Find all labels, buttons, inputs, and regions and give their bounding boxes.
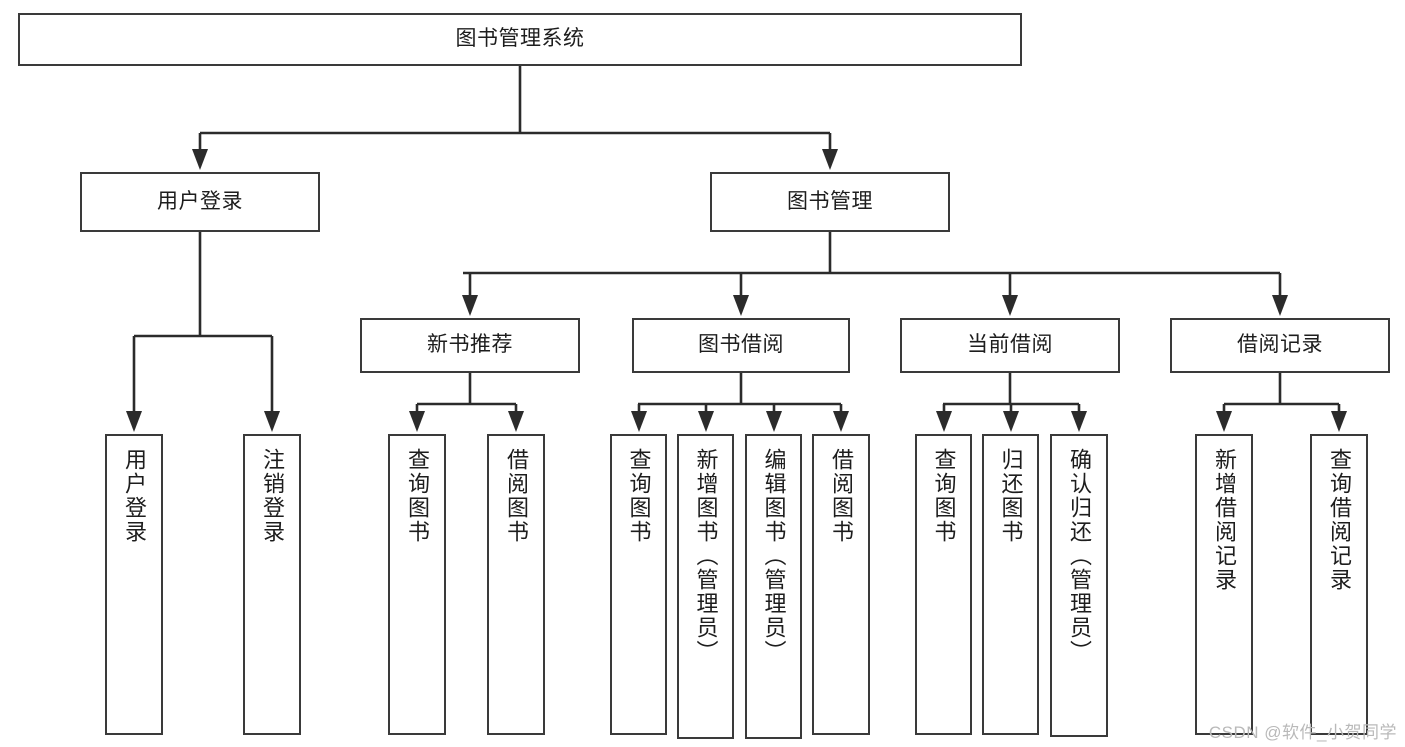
arrowhead (822, 149, 838, 170)
node-records[interactable]: 借阅记录 (1170, 318, 1390, 373)
node-label: 用户登录 (157, 189, 243, 213)
node-newbook[interactable]: 新书推荐 (360, 318, 580, 373)
arrowhead (409, 411, 425, 432)
arrowhead (1216, 411, 1232, 432)
node-l-logout[interactable]: 注销登录 (243, 434, 301, 735)
arrowhead (1003, 411, 1019, 432)
node-borrow[interactable]: 图书借阅 (632, 318, 850, 373)
node-label: 借阅图书 (829, 448, 854, 544)
arrowhead (833, 411, 849, 432)
arrowhead (698, 411, 714, 432)
node-label: 当前借阅 (967, 333, 1053, 357)
node-l-query3[interactable]: 查询图书 (915, 434, 972, 735)
node-label: 新增图书（管理员） (693, 448, 719, 664)
arrowhead (936, 411, 952, 432)
node-l-addrec[interactable]: 新增借阅记录 (1195, 434, 1253, 735)
node-label: 归还图书 (998, 448, 1024, 544)
node-current[interactable]: 当前借阅 (900, 318, 1120, 373)
node-l-editbook[interactable]: 编辑图书（管理员） (745, 434, 802, 739)
node-l-queryrec[interactable]: 查询借阅记录 (1310, 434, 1368, 735)
arrowhead (1331, 411, 1347, 432)
arrowhead (1272, 295, 1288, 316)
arrowhead (631, 411, 647, 432)
node-label: 查询图书 (626, 448, 652, 544)
arrowhead (508, 411, 524, 432)
node-l-query2[interactable]: 查询图书 (610, 434, 667, 735)
node-l-return[interactable]: 归还图书 (982, 434, 1039, 735)
arrowhead (1071, 411, 1087, 432)
watermark-text: CSDN @软件_小贺同学 (1208, 723, 1397, 742)
node-label: 新增借阅记录 (1212, 448, 1237, 592)
arrowhead (192, 149, 208, 170)
arrowhead (1002, 295, 1018, 316)
node-root[interactable]: 图书管理系统 (18, 13, 1022, 66)
arrowhead (264, 411, 280, 432)
node-login[interactable]: 用户登录 (80, 172, 320, 232)
node-l-addbook[interactable]: 新增图书（管理员） (677, 434, 734, 739)
node-bookmgmt[interactable]: 图书管理 (710, 172, 950, 232)
node-label: 编辑图书（管理员） (761, 448, 787, 664)
node-l-borrow2[interactable]: 借阅图书 (812, 434, 870, 735)
node-label: 借阅图书 (504, 448, 529, 544)
node-label: 用户登录 (122, 448, 147, 544)
node-label: 注销登录 (260, 448, 285, 544)
node-label: 借阅记录 (1237, 333, 1323, 357)
node-l-confirm[interactable]: 确认归还（管理员） (1050, 434, 1108, 737)
node-label: 查询图书 (405, 448, 430, 544)
arrowhead (462, 295, 478, 316)
node-label: 确认归还（管理员） (1067, 448, 1092, 664)
node-l-borrownew[interactable]: 借阅图书 (487, 434, 545, 735)
node-label: 图书借阅 (698, 333, 784, 357)
node-label: 查询借阅记录 (1327, 448, 1352, 592)
arrowhead (126, 411, 142, 432)
node-l-querynew[interactable]: 查询图书 (388, 434, 446, 735)
arrowhead (733, 295, 749, 316)
node-label: 查询图书 (931, 448, 957, 544)
node-label: 图书管理 (787, 189, 873, 213)
node-l-login[interactable]: 用户登录 (105, 434, 163, 735)
arrowhead (766, 411, 782, 432)
node-label: 图书管理系统 (455, 27, 585, 51)
node-label: 新书推荐 (427, 333, 513, 357)
